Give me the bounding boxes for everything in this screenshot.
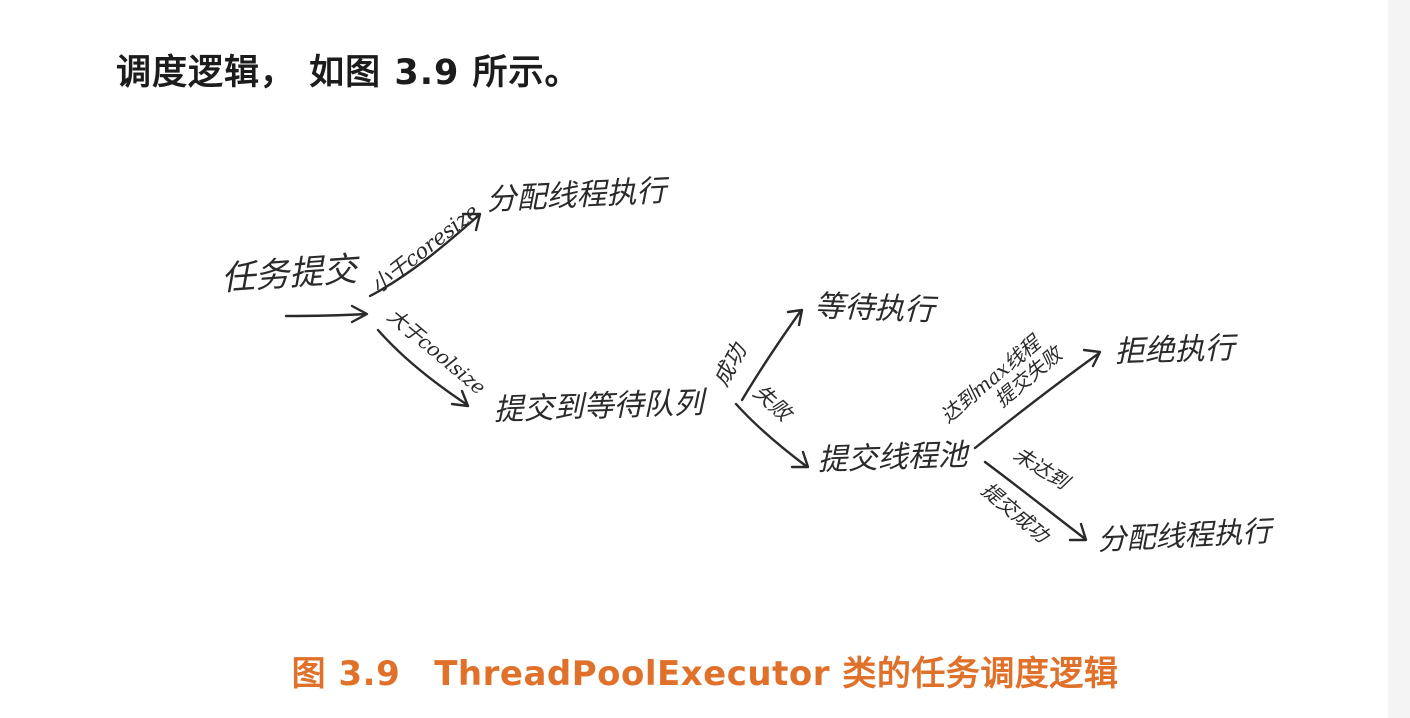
edge-success: 成功 [709, 338, 753, 391]
arrow-fail-head [790, 450, 810, 469]
diagram-labels: 任务提交 分配线程执行 提交到等待队列 等待执行 提交线程池 拒绝执行 分配线程… [220, 173, 1276, 557]
node-submit-to-queue: 提交到等待队列 [493, 386, 708, 428]
caption-title: ThreadPoolExecutor 类的任务调度逻辑 [434, 654, 1119, 694]
caption-number: 图 3.9 [291, 654, 401, 694]
edge-fail: 失败 [749, 380, 799, 428]
figure-caption: 图 3.9 ThreadPoolExecutor 类的任务调度逻辑 [0, 646, 1410, 695]
edge-less-than-core: 小于coresize [366, 199, 483, 298]
arrow-success [740, 310, 802, 402]
diagram-strokes [284, 212, 1102, 542]
scrollbar-gutter[interactable] [1388, 0, 1410, 718]
intro-text: 调度逻辑， 如图 3.9 所示。 [116, 53, 581, 93]
node-submit-to-pool: 提交线程池 [817, 438, 971, 478]
edge-not-reached-line2: 提交成功 [977, 477, 1055, 548]
arrow-less-than-core [368, 214, 480, 298]
arrow-greater-than-core [376, 328, 468, 406]
arrow-max-reached-head [1082, 348, 1102, 368]
arrow-greater-than-core-head [450, 389, 470, 408]
node-assign-thread-top: 分配线程执行 [486, 173, 672, 218]
entry-arrow [284, 312, 368, 318]
arrow-success-head [786, 308, 804, 327]
node-reject: 拒绝执行 [1114, 331, 1239, 370]
scheduling-flow-diagram: 任务提交 分配线程执行 提交到等待队列 等待执行 提交线程池 拒绝执行 分配线程… [220, 173, 1276, 557]
arrow-less-than-core-head [461, 212, 482, 232]
node-assign-thread-bottom: 分配线程执行 [1097, 514, 1277, 557]
arrow-not-reached-head [1068, 522, 1088, 542]
arrow-not-reached [983, 460, 1086, 540]
arrow-max-reached [973, 352, 1100, 450]
entry-arrow-head [350, 304, 369, 324]
arrow-fail [734, 402, 808, 468]
node-task-submit: 任务提交 [220, 249, 362, 299]
node-wait-execute: 等待执行 [814, 289, 939, 328]
